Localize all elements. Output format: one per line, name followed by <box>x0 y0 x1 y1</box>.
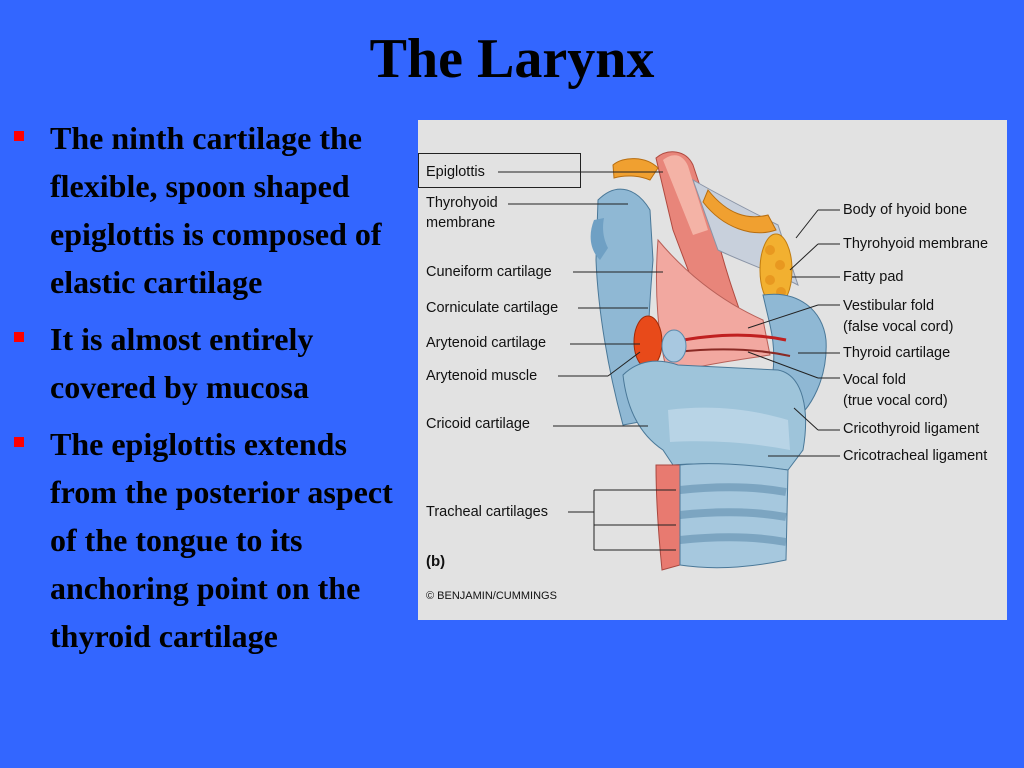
bullet-text: The epiglottis extends from the posterio… <box>50 426 393 654</box>
copyright-notice: © BENJAMIN/CUMMINGS <box>426 590 557 602</box>
larynx-diagram: Epiglottis Thyrohyoid membrane Cuneiform… <box>418 120 1007 620</box>
label-thyrohyoid-membrane-left-line2: membrane <box>426 215 496 231</box>
slide-title: The Larynx <box>369 28 655 90</box>
bullet-square-icon <box>14 332 24 342</box>
label-fatty-pad: Fatty pad <box>843 269 904 285</box>
label-cricothyroid-ligament: Cricothyroid ligament <box>843 421 980 437</box>
label-thyrohyoid-membrane-right: Thyrohyoid membrane <box>843 236 989 252</box>
label-vocal-fold-line2: (true vocal cord) <box>843 393 948 409</box>
label-arytenoid-muscle: Arytenoid muscle <box>426 368 538 384</box>
label-body-of-hyoid-bone: Body of hyoid bone <box>843 202 968 218</box>
panel-letter: (b) <box>426 553 446 570</box>
bullet-item-1: The ninth cartilage the flexible, spoon … <box>10 114 410 306</box>
bullet-square-icon <box>14 131 24 141</box>
bullet-item-2: It is almost entirely covered by mucosa <box>10 315 410 411</box>
label-cricoid-cartilage: Cricoid cartilage <box>426 416 530 432</box>
label-cricotracheal-ligament: Cricotracheal ligament <box>843 448 988 464</box>
label-arytenoid-cartilage: Arytenoid cartilage <box>426 335 547 351</box>
label-epiglottis: Epiglottis <box>426 164 485 180</box>
label-thyroid-cartilage: Thyroid cartilage <box>843 345 951 361</box>
bullet-text: It is almost entirely covered by mucosa <box>50 321 314 405</box>
label-corniculate-cartilage: Corniculate cartilage <box>426 300 559 316</box>
label-vestibular-fold-line1: Vestibular fold <box>843 298 935 314</box>
bullet-item-3: The epiglottis extends from the posterio… <box>10 420 410 660</box>
bullet-text: The ninth cartilage the flexible, spoon … <box>50 120 382 300</box>
label-tracheal-cartilages: Tracheal cartilages <box>426 504 548 520</box>
bullet-square-icon <box>14 437 24 447</box>
label-vocal-fold-line1: Vocal fold <box>843 372 906 388</box>
larynx-illustration <box>498 151 840 571</box>
epiglottis-highlight-box <box>418 153 581 188</box>
label-cuneiform-cartilage: Cuneiform cartilage <box>426 264 552 280</box>
label-vestibular-fold-line2: (false vocal cord) <box>843 319 954 335</box>
label-thyrohyoid-membrane-left-line1: Thyrohyoid <box>426 195 498 211</box>
bullet-list: The ninth cartilage the flexible, spoon … <box>10 114 410 669</box>
